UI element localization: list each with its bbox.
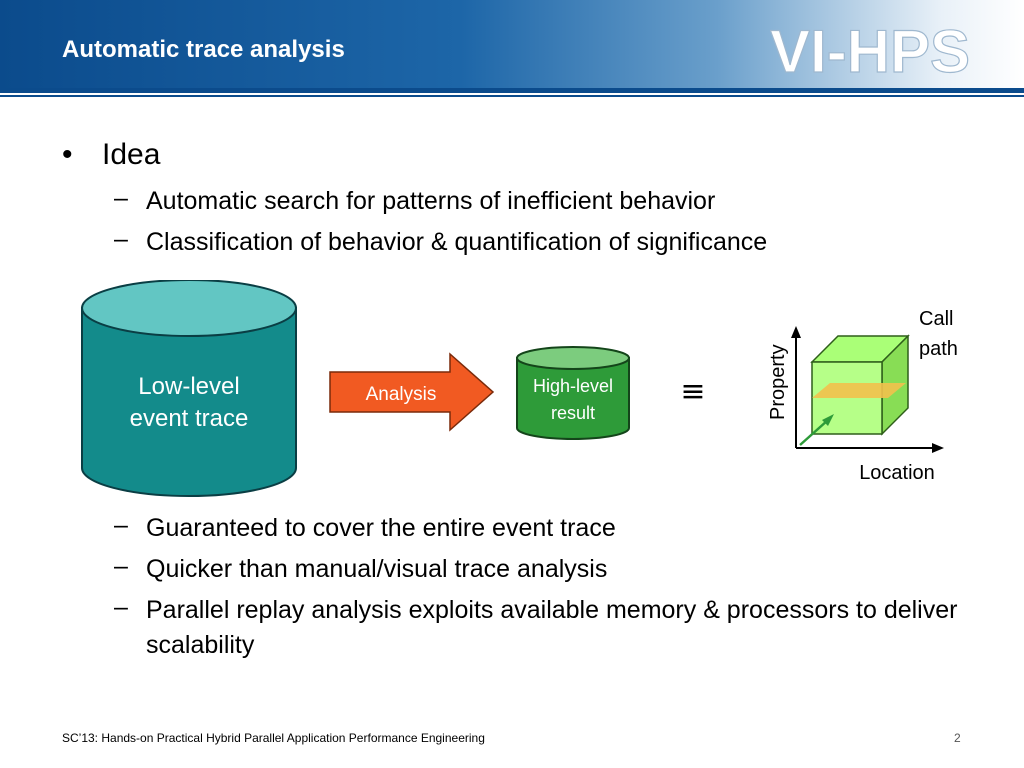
vi-hps-logo: VI-HPS — [770, 17, 971, 84]
slide-title: Automatic trace analysis — [62, 36, 345, 63]
bullet-mark: • — [62, 138, 73, 171]
event-trace-cylinder: Low-level event trace — [81, 280, 297, 497]
dash-mark: – — [114, 593, 128, 621]
sub-bullet-4-text: Quicker than manual/visual trace analysi… — [146, 555, 608, 583]
sub-bullet-1-text: Automatic search for patterns of ineffic… — [146, 187, 716, 215]
trace-label-line1: Low-level — [138, 373, 239, 400]
call-path-arrow — [799, 419, 829, 446]
footer-text: SC’13: Hands-on Practical Hybrid Paralle… — [62, 731, 485, 745]
dash-mark: – — [114, 225, 128, 253]
axis-callpath-label-line1: Call — [919, 308, 953, 330]
header-rule-thin — [0, 95, 1024, 97]
dash-mark: – — [114, 511, 128, 539]
property-slice — [812, 383, 906, 398]
header-rule — [0, 88, 1024, 93]
sub-bullet-2-text: Classification of behavior & quantificat… — [146, 228, 768, 256]
axis-callpath-label-line2: path — [919, 338, 958, 360]
header-bar — [0, 0, 1024, 88]
dash-mark: – — [114, 552, 128, 580]
analysis-arrow: Analysis — [329, 352, 495, 432]
page-number: 2 — [954, 731, 961, 745]
result-cylinder: High-level result — [516, 346, 630, 440]
bullet-idea-text: Idea — [102, 138, 161, 171]
axis-location-label: Location — [859, 462, 935, 484]
result-label-line1: High-level — [533, 376, 613, 396]
sub-bullet-3-text: Guaranteed to cover the entire event tra… — [146, 514, 616, 542]
sub-bullet-5-text: Parallel replay analysis exploits availa… — [146, 596, 958, 659]
equivalence-symbol: ≡ — [680, 374, 705, 409]
trace-label-line2: event trace — [130, 405, 249, 432]
property-cube: Property Location Call path — [767, 308, 958, 484]
dash-mark: – — [114, 184, 128, 212]
analysis-label: Analysis — [366, 384, 437, 405]
trace-analysis-diagram: Low-level event trace Analysis High-leve… — [81, 280, 958, 497]
result-label-line2: result — [551, 403, 595, 423]
axis-property-label: Property — [767, 344, 789, 420]
logo-text: VI-HPS — [770, 18, 970, 84]
